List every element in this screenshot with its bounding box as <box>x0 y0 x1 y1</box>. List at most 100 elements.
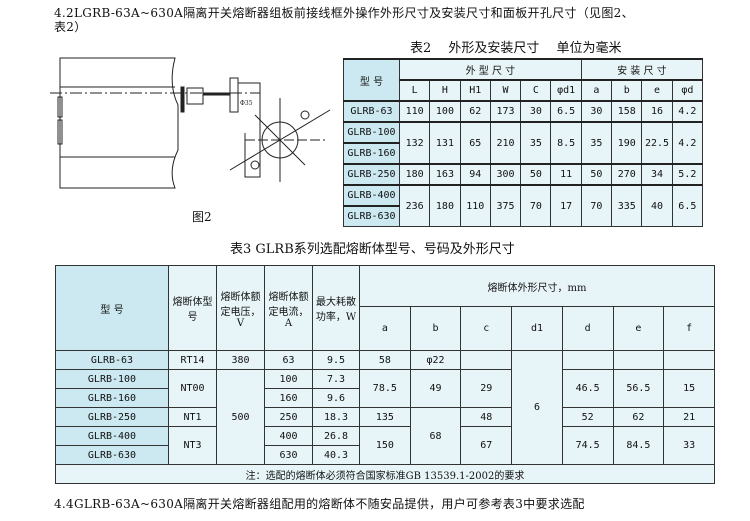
fuse-model-cell: NT1 <box>168 407 217 427</box>
a-cell: 58 <box>359 350 411 370</box>
value-cell: 70 <box>580 184 613 227</box>
e-cell: 56.5 <box>612 369 665 408</box>
value-cell: 210 <box>489 121 522 165</box>
model-cell: GLRB-250 <box>55 407 169 427</box>
value-cell: 65 <box>459 121 491 165</box>
voltage-cell: 500 <box>216 369 265 465</box>
value-cell: 11 <box>550 163 582 186</box>
value-cell: 158 <box>611 100 643 123</box>
power-cell: 18.3 <box>312 407 360 427</box>
model-cell: GLRB-160 <box>55 388 169 408</box>
model-cell: GLRB-63 <box>343 100 400 123</box>
header-install: 安 装 尺 寸 <box>580 58 704 81</box>
footer-paragraph: 4.4GLRB-63A~630A隔离开关熔断器组配用的熔断体不随安品提供，用户可… <box>54 497 585 511</box>
model-cell: GLRB-400 <box>343 184 400 207</box>
b-cell: 49 <box>409 369 462 408</box>
dim-col-header: c <box>460 306 513 351</box>
value-cell: 163 <box>429 163 461 186</box>
c-cell: 67 <box>460 426 513 465</box>
value-cell: 131 <box>429 121 461 165</box>
value-cell: 180 <box>398 163 431 186</box>
model-cell: GLRB-630 <box>55 445 169 465</box>
current-cell: 630 <box>264 445 313 465</box>
power-cell: 26.8 <box>312 426 360 446</box>
value-cell: 62 <box>459 100 491 123</box>
e-cell: 84.5 <box>612 426 665 465</box>
figure-2-drawing: Φ35 <box>50 57 331 189</box>
value-cell: 50 <box>580 163 613 186</box>
model-cell: GLRB-63 <box>55 350 169 370</box>
b-cell: φ22 <box>409 350 462 370</box>
model-cell: GLRB-630 <box>343 205 400 227</box>
col-header: W <box>489 79 522 102</box>
model-cell: GLRB-160 <box>343 142 400 165</box>
col-header: φd1 <box>550 79 582 102</box>
value-cell: 30 <box>520 100 552 123</box>
d-cell: 52 <box>561 407 614 427</box>
value-cell: 100 <box>429 100 461 123</box>
current-cell: 250 <box>264 407 313 427</box>
fuse-model-cell: NT00 <box>168 369 217 408</box>
value-cell: 4.2 <box>671 121 704 165</box>
current-cell: 100 <box>264 369 313 389</box>
value-cell: 110 <box>398 100 431 123</box>
table2-title: 表2 外形及安装尺寸 单位为毫米 <box>410 41 622 56</box>
f-cell: 21 <box>663 407 715 427</box>
header-power: 最大耗散功率，W <box>312 265 360 351</box>
value-cell: 190 <box>611 121 643 165</box>
col-header: L <box>398 79 431 102</box>
value-cell: 94 <box>459 163 491 186</box>
f-cell: 33 <box>663 426 715 465</box>
value-cell: 50 <box>520 163 552 186</box>
dim-col-header: d <box>561 306 614 351</box>
value-cell: 16 <box>641 100 673 123</box>
value-cell: 4.2 <box>671 100 704 123</box>
current-cell: 400 <box>264 426 313 446</box>
value-cell: 180 <box>429 184 461 227</box>
value-cell: 300 <box>489 163 522 186</box>
value-cell: 236 <box>398 184 431 227</box>
e-cell: 62 <box>612 407 665 427</box>
c-cell: 48 <box>460 407 513 427</box>
header-outline: 外 型 尺 寸 <box>399 58 582 81</box>
voltage-cell: 380 <box>216 350 265 370</box>
a-cell: 135 <box>359 407 411 427</box>
power-cell: 9.6 <box>312 388 360 408</box>
power-cell: 9.5 <box>312 350 360 370</box>
current-cell: 63 <box>264 350 313 370</box>
value-cell: 34 <box>641 163 673 186</box>
col-header: a <box>580 79 613 102</box>
value-cell: 70 <box>520 184 552 227</box>
value-cell: 35 <box>580 121 613 165</box>
value-cell: 6.5 <box>550 100 582 123</box>
fuse-model-cell: RT14 <box>168 350 217 370</box>
d-cell: 74.5 <box>561 426 614 465</box>
header-model: 型 号 <box>55 265 169 351</box>
header-model: 型 号 <box>343 58 400 102</box>
header-current: 熔断体额定电流，A <box>264 265 313 351</box>
value-cell: 6.5 <box>671 184 704 227</box>
model-cell: GLRB-100 <box>343 121 400 144</box>
header-voltage: 熔断体额定电压，V <box>216 265 265 351</box>
col-header: H1 <box>459 79 491 102</box>
model-cell: GLRB-100 <box>55 369 169 389</box>
table3-note: 注：选配的熔断体必须符合国家标准GB 13539.1-2002的要求 <box>55 464 715 484</box>
value-cell: 35 <box>520 121 552 165</box>
value-cell: 22.5 <box>641 121 673 165</box>
header-fuse-model: 熔断体型号 <box>168 265 217 351</box>
table3-fuse-selection: 型 号 熔断体型号 熔断体额定电压，V 熔断体额定电流，A 最大耗散功率，W 熔… <box>55 265 715 484</box>
col-header: e <box>641 79 673 102</box>
value-cell: 40 <box>641 184 673 227</box>
b-cell: 68 <box>409 407 462 465</box>
dim-col-header: e <box>612 306 665 351</box>
d1-cell: 6 <box>511 350 563 465</box>
model-cell: GLRB-250 <box>343 163 400 186</box>
value-cell: 17 <box>550 184 582 227</box>
a-cell: 150 <box>359 426 411 465</box>
value-cell: 335 <box>611 184 643 227</box>
current-cell: 160 <box>264 388 313 408</box>
c-cell: 29 <box>460 369 513 408</box>
table3-title: 表3 GLRB系列选配熔断体型号、号码及外形尺寸 <box>230 242 515 257</box>
heading-line1: 4.2LGRB-63A~630A隔离开关熔断器组板前接线框外操作外形尺寸及安装尺… <box>54 6 634 20</box>
